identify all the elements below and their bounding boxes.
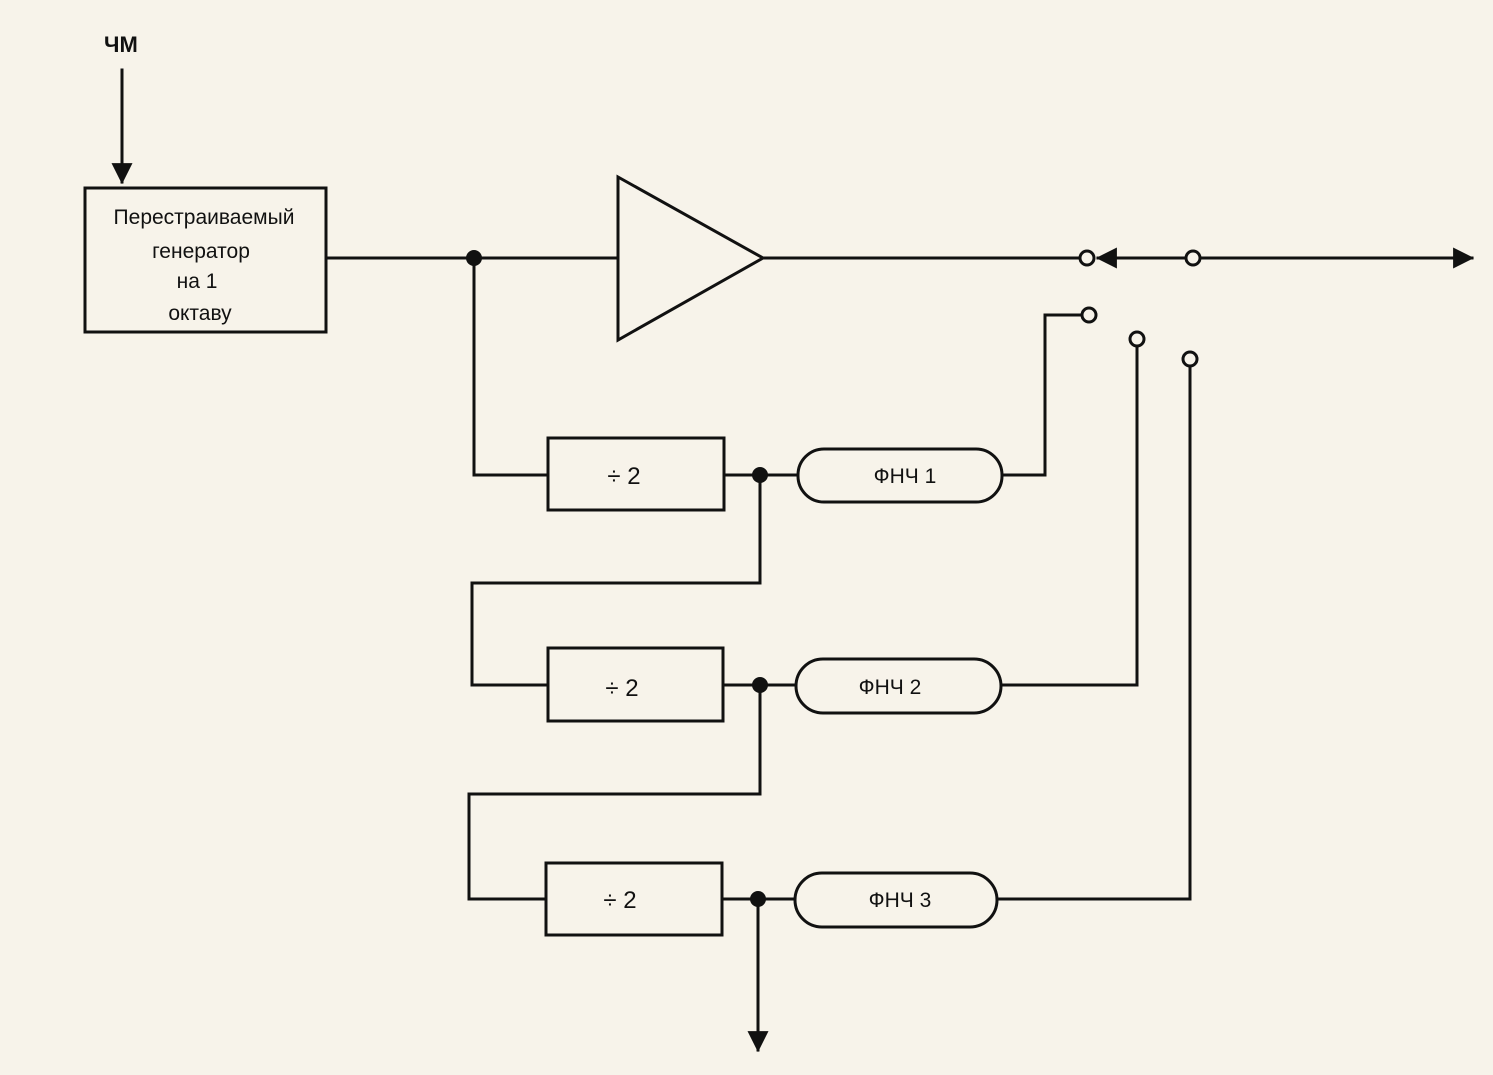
amplifier-triangle xyxy=(616,174,767,343)
wire-junction2-to-div3 xyxy=(467,683,762,901)
switch-pivot xyxy=(1184,249,1202,267)
wire-lpf3-to-switch xyxy=(995,364,1192,901)
input-label: ЧМ xyxy=(104,32,138,57)
wire-junction1-to-div2 xyxy=(470,473,762,687)
lpf-3-label: ФНЧ 3 xyxy=(869,889,932,912)
divider-1-label: ÷ 2 xyxy=(607,463,640,490)
oscillator-label-line-2: генератор xyxy=(152,240,250,263)
switch-contact-4 xyxy=(1181,350,1199,368)
oscillator-label-line-3: на 1 xyxy=(177,270,218,293)
lpf-1-label: ФНЧ 1 xyxy=(874,465,937,488)
divider-2-label: ÷ 2 xyxy=(605,675,638,702)
wire-junction-to-div1 xyxy=(472,256,550,477)
switch-contact-1 xyxy=(1078,249,1096,267)
divider-3-label: ÷ 2 xyxy=(603,887,636,914)
wire-lpf1-to-switch xyxy=(1000,313,1084,477)
oscillator-label-line-1: Перестраиваемый xyxy=(114,206,295,229)
oscillator-label-line-4: октаву xyxy=(168,302,232,325)
wire-lpf2-to-switch xyxy=(999,344,1139,687)
switch-contact-2 xyxy=(1080,306,1098,324)
oscillator-block: Перестраиваемый генератор на 1 октаву xyxy=(83,186,328,334)
lpf-2-label: ФНЧ 2 xyxy=(859,676,922,699)
switch-contact-3 xyxy=(1128,330,1146,348)
